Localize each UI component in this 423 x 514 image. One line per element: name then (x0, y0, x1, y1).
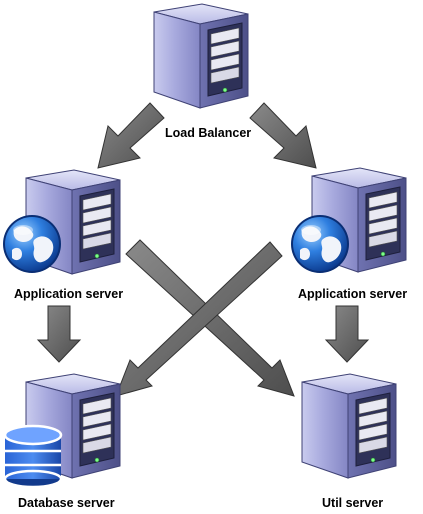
arrows-layer (36, 102, 370, 397)
util-server-icon (301, 373, 397, 479)
arrow-lb-to-app-left (97, 102, 165, 169)
globe-icon (3, 215, 61, 273)
load-balancer-server-icon (153, 3, 249, 109)
app-server-left-label: Application server (14, 287, 124, 301)
arrow-app-left-to-database (36, 305, 82, 363)
load-balancer-label: Load Balancer (165, 126, 252, 140)
util-server-label: Util server (322, 496, 384, 510)
app-server-right-label: Application server (298, 287, 408, 301)
arrow-app-right-to-database (115, 241, 283, 397)
database-icon (3, 424, 63, 489)
database-server-label: Database server (18, 496, 115, 510)
globe-icon (291, 215, 349, 273)
arrow-app-right-to-util (324, 305, 370, 363)
arrow-lb-to-app-right (249, 102, 317, 169)
